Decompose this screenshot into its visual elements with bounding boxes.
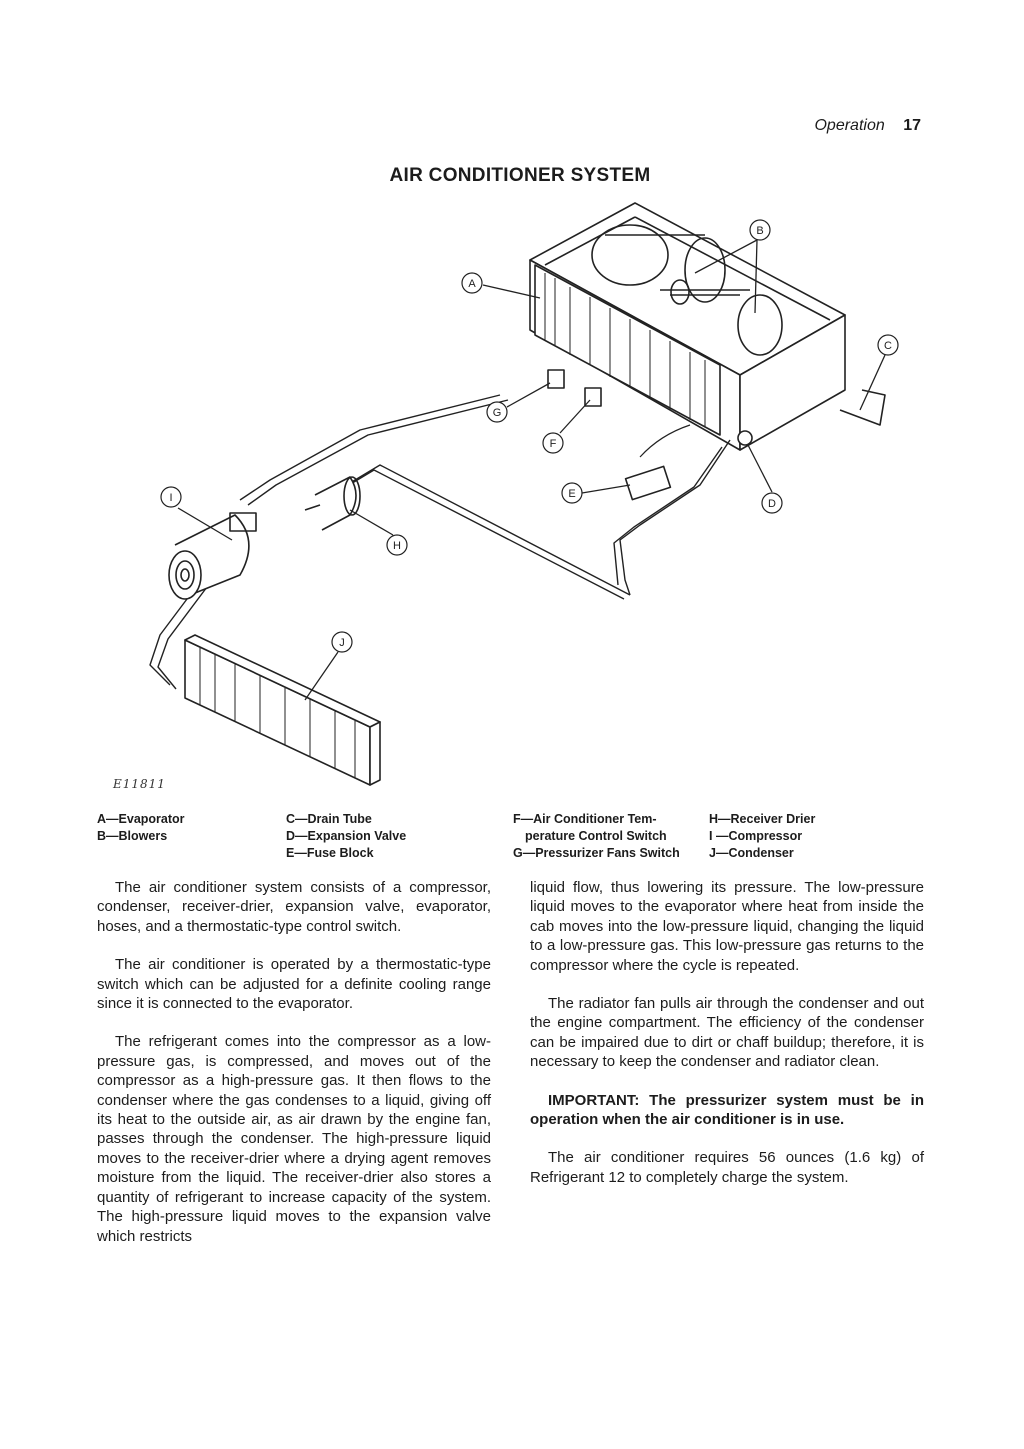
- callout-b: B: [749, 219, 771, 241]
- legend-column-1: A—Evaporator B—Blowers: [97, 811, 185, 845]
- paragraph: The refrigerant comes into the compresso…: [97, 1033, 491, 1245]
- condenser: [184, 634, 381, 786]
- legend-item: D—Expansion Valve: [286, 829, 407, 843]
- page-header: Operation 17: [814, 117, 921, 135]
- expansion-valve: [737, 430, 753, 446]
- svg-text:D: D: [768, 498, 776, 510]
- svg-text:J: J: [339, 637, 345, 649]
- paragraph: The air conditioner requires 56 ounces (…: [530, 1149, 924, 1186]
- callout-i: I: [160, 486, 182, 508]
- svg-text:E: E: [568, 488, 575, 500]
- paragraph: The air conditioner is operated by a the…: [97, 956, 491, 1013]
- legend-column-2: C—Drain Tube D—Expansion Valve E—Fuse Bl…: [286, 811, 406, 862]
- callout-g: G: [486, 401, 508, 423]
- paragraph: The air conditioner system consists of a…: [97, 879, 491, 935]
- svg-text:H: H: [393, 540, 401, 552]
- legend-item: C—Drain Tube: [286, 812, 372, 826]
- callout-f: F: [542, 432, 564, 454]
- svg-text:C: C: [884, 340, 892, 352]
- page-number: 17: [903, 117, 921, 134]
- page-title: AIR CONDITIONER SYSTEM: [389, 165, 651, 186]
- legend-column-3: F—Air Conditioner Tem- perature Control …: [513, 811, 680, 862]
- callout-j: J: [331, 631, 353, 653]
- pressurizer-fans-switch: [547, 369, 565, 389]
- legend-item: B—Blowers: [97, 829, 168, 843]
- callout-c: C: [877, 334, 899, 356]
- important-notice: IMPORTANT: The pressurizer system must b…: [530, 1091, 924, 1129]
- callout-d: D: [761, 492, 783, 514]
- legend-item: G—Pressurizer Fans Switch: [513, 846, 680, 860]
- svg-text:A: A: [468, 278, 476, 290]
- callout-e: E: [561, 482, 583, 504]
- callout-h: H: [386, 534, 408, 556]
- receiver-drier: [304, 476, 361, 531]
- svg-text:B: B: [756, 225, 763, 237]
- drain-tube: [839, 389, 886, 426]
- air-conditioner-diagram: A B C D E F G H I J: [149, 202, 899, 786]
- paragraph: liquid flow, thus lowering its pressure.…: [530, 879, 924, 974]
- figure-id: E11811: [113, 777, 166, 791]
- evaporator-core: [534, 264, 721, 436]
- fuse-block: [624, 465, 672, 501]
- svg-text:G: G: [493, 407, 502, 419]
- section-name: Operation: [814, 117, 885, 134]
- legend-item: H—Receiver Drier: [709, 812, 816, 826]
- legend-item: J—Condenser: [709, 846, 794, 860]
- paragraph: The radiator fan pulls air through the c…: [530, 995, 924, 1071]
- body-right-column: liquid flow, thus lowering its pressure.…: [530, 878, 924, 1206]
- legend-item: A—Evaporator: [97, 812, 185, 826]
- svg-text:F: F: [550, 438, 557, 450]
- legend-item: E—Fuse Block: [286, 846, 374, 860]
- callout-a: A: [461, 272, 483, 294]
- legend-item: F—Air Conditioner Tem-: [513, 812, 657, 826]
- legend-column-4: H—Receiver Drier I —Compressor J—Condens…: [709, 811, 815, 862]
- legend-item: I —Compressor: [709, 829, 803, 843]
- svg-text:I: I: [169, 492, 172, 504]
- compressor: [168, 512, 257, 600]
- body-left-column: The air conditioner system consists of a…: [97, 878, 491, 1265]
- legend-item: perature Control Switch: [525, 829, 667, 843]
- blowers: [591, 224, 783, 356]
